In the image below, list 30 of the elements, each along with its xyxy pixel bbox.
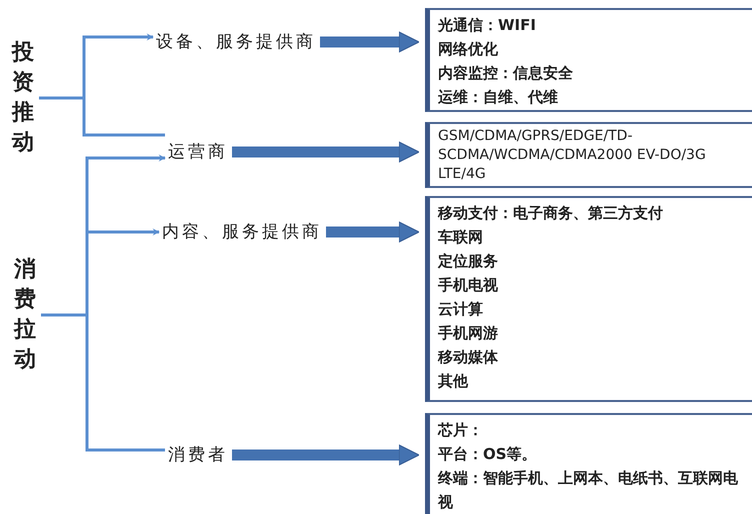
list-item: 光通信：WIFI [438, 15, 537, 36]
list-item: 芯片： [438, 420, 484, 441]
category-label: 内容、服务提供商 [162, 220, 322, 243]
list-item: 手机网游 [438, 323, 499, 344]
block-arrow [232, 141, 420, 163]
side-label: 投资推动 [12, 38, 38, 158]
category-label: 运营商 [168, 140, 228, 163]
detail-box [425, 8, 752, 112]
list-item: 平台：OS等。 [438, 444, 538, 465]
detail-box [425, 122, 752, 188]
block-arrow [326, 221, 420, 243]
block-arrow [232, 444, 420, 466]
side-label: 消费拉动 [14, 255, 40, 375]
list-item: 车联网 [438, 227, 484, 248]
detail-box [425, 196, 752, 402]
detail-box [425, 413, 752, 514]
list-item: 运维：自维、代维 [438, 87, 559, 108]
list-item: 内容监控：信息安全 [438, 63, 574, 84]
list-item: 终端：智能手机、上网本、电纸书、互联网电视 [438, 468, 739, 513]
list-item: 移动支付：电子商务、第三方支付 [438, 203, 664, 224]
list-item: 其他 [438, 371, 469, 392]
category-label: 消费者 [168, 443, 228, 466]
list-item: 移动媒体 [438, 347, 499, 368]
list-item: 云计算 [438, 299, 484, 320]
category-label: 设备、服务提供商 [156, 30, 316, 53]
list-item: 定位服务 [438, 251, 499, 272]
list-item: GSM/CDMA/GPRS/EDGE/TD-SCDMA/WCDMA/CDMA2000 EV-DO/3G LTE/4G [438, 127, 707, 184]
list-item: 手机电视 [438, 275, 499, 296]
block-arrow [320, 31, 420, 53]
list-item: 网络优化 [438, 39, 499, 60]
